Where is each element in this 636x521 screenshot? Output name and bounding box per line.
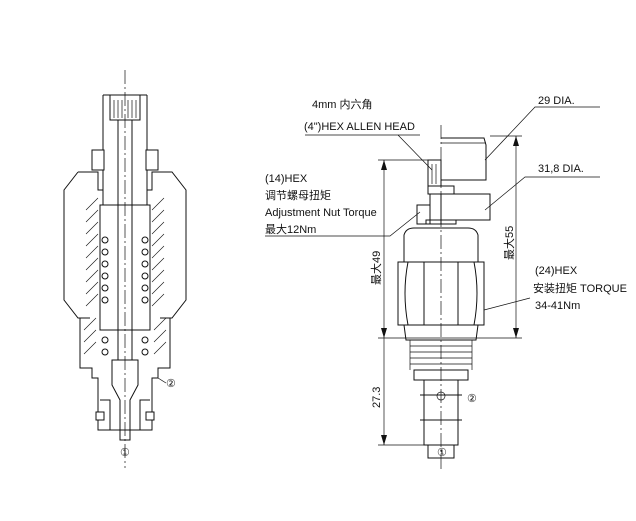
knob [441,137,487,181]
adjust-nut-left [91,149,105,171]
cartridge-tail [413,369,469,446]
spring [101,236,149,356]
port-1-label: ① [437,447,447,459]
hex-24 [397,261,485,326]
dia-31-8-label: 31,8 DIA. [538,163,584,175]
install-torque-value: 34-41Nm [535,300,580,312]
cross-section-view [63,70,187,468]
adjust-nut [416,204,431,225]
hex14-label: (14)HEX [265,173,308,185]
upper-body [403,227,479,262]
poppet [111,120,139,441]
hex24-label: (24)HEX [535,265,578,277]
port-1-label: ① [120,447,130,459]
leaders [265,106,600,311]
cartridge-body [79,318,171,431]
lock-nut [441,193,491,221]
dimensions [378,135,522,446]
adjust-nut-right [145,149,159,171]
dim-27-3: 27.3 [371,387,383,408]
dim-max49: 最大49 [369,251,383,285]
adjust-torque-cn: 调节螺母扭矩 [265,188,331,202]
thread [409,339,473,370]
allen-head-en: (4")HEX ALLEN HEAD [304,121,415,133]
allen-head [427,159,442,187]
adjust-torque-en: Adjustment Nut Torque [265,207,377,219]
allen-head-cn: 4mm 内六角 [312,97,373,111]
adjust-torque-max: 最大12Nm [265,222,316,236]
dia-29-label: 29 DIA. [538,95,575,107]
hex-body [63,171,187,319]
exterior-view [397,125,491,470]
dim-max55: 最大55 [502,226,516,260]
port-2-label: ② [166,378,176,390]
install-torque-label: 安装扭矩 TORQUE [533,281,627,295]
port-2-label: ② [467,393,477,405]
